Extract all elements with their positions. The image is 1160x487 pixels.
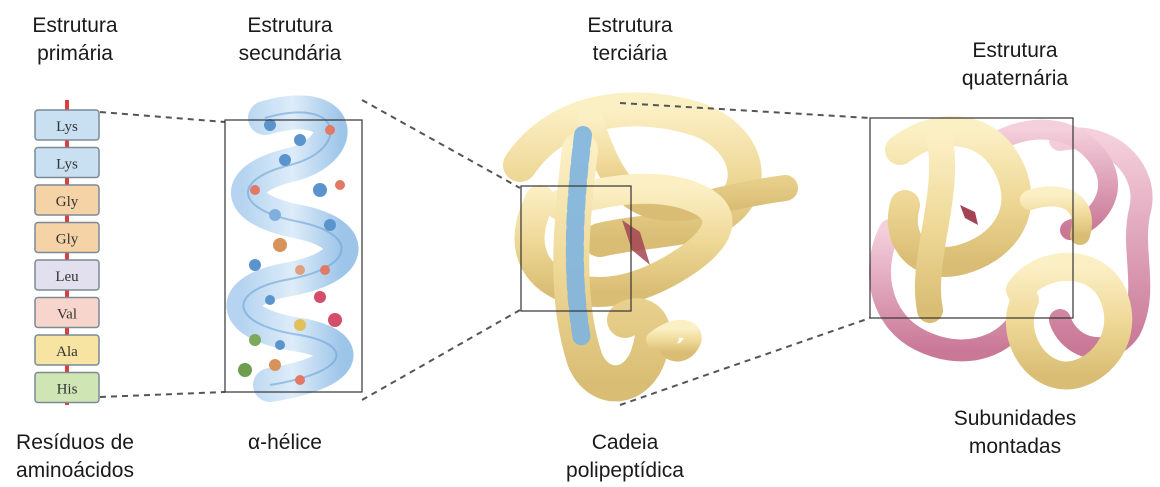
connector-primary-secondary [100,112,225,397]
primary-structure: LysLysGlyGlyLeuValAlaHis [35,100,99,405]
residue-label: Gly [56,194,79,210]
residue-label: Lys [56,119,78,135]
alpha-helix-illustration [225,112,362,392]
residue-label: Ala [56,344,78,360]
caption-polypeptide-chain: Cadeia polipeptídica [540,429,710,485]
residue-leu: Leu [35,260,99,290]
quaternary-structure-illustration [870,118,1142,375]
residue-ala: Ala [35,335,99,365]
caption-alpha-helix: α-hélice [225,429,345,457]
residue-gly: Gly [35,185,99,215]
caption-assembled-subunits: Subunidades montadas [935,405,1095,461]
caption-subunits-line2: montadas [935,433,1095,461]
connector-secondary-tertiary [362,100,520,400]
caption-helix-line: α-hélice [225,429,345,457]
residue-val: Val [35,298,99,328]
caption-subunits-line1: Subunidades [935,405,1095,433]
residue-label: Val [57,307,77,323]
caption-chain-line2: polipeptídica [540,457,710,485]
residue-label: His [57,382,78,398]
caption-residues-line1: Resíduos de [0,429,150,457]
residue-label: Lys [56,157,78,173]
caption-chain-line1: Cadeia [540,429,710,457]
caption-residues-line2: aminoácidos [0,457,150,485]
residue-label: Gly [56,232,79,248]
residue-gly: Gly [35,223,99,253]
residue-his: His [35,373,99,403]
residue-lys: Lys [35,148,99,178]
residue-lys: Lys [35,110,99,140]
residue-label: Leu [55,269,79,285]
tertiary-structure-illustration [520,109,785,383]
caption-amino-acid-residues: Resíduos de aminoácidos [0,429,150,485]
